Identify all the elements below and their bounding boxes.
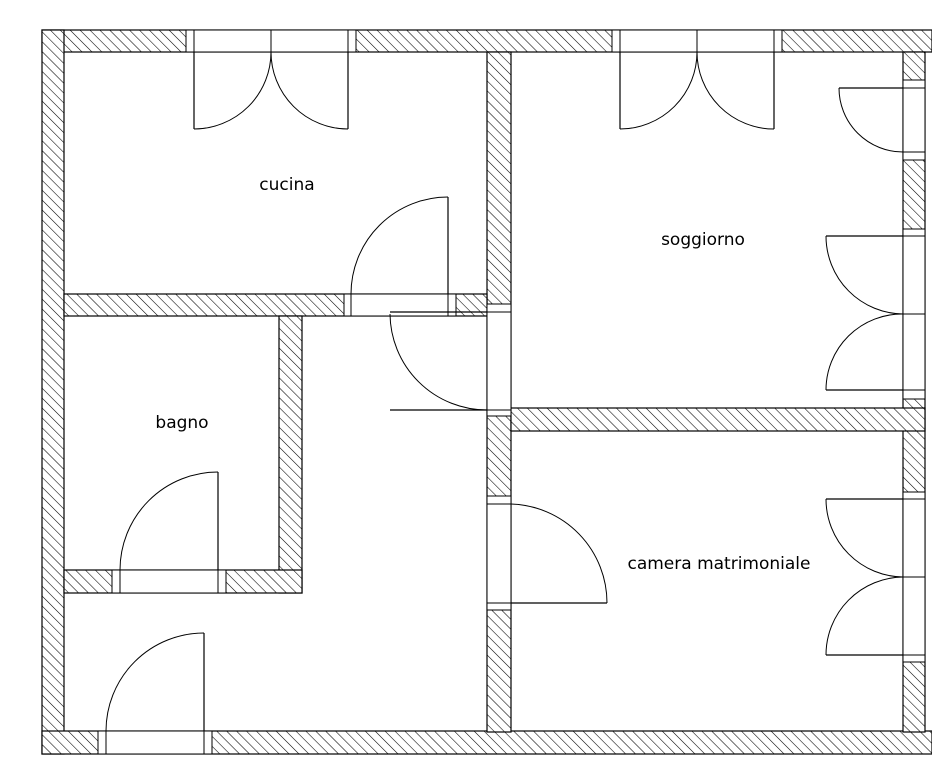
wall-soggiorno-camera	[510, 407, 926, 432]
window-camera-right-leaves	[825, 498, 904, 656]
window-cucina-leaves	[193, 51, 349, 130]
door-swings	[105, 51, 904, 732]
door-jamb-bagno	[111, 569, 227, 594]
door-jamb-cucina	[343, 293, 457, 317]
wall-bagno-right	[278, 315, 303, 594]
door-camera-leaf	[510, 503, 608, 604]
door-soggiorno-leaf	[389, 311, 488, 411]
wall-outer-left	[41, 29, 65, 755]
wall-outer-top	[41, 29, 932, 53]
window-soggiorno-right-1-leaf	[838, 87, 904, 153]
door-bagno-leaf	[119, 471, 219, 571]
room-label-soggiorno: soggiorno	[661, 230, 745, 250]
room-label-camera-matrimoniale: camera matrimoniale	[627, 554, 810, 574]
window-soggiorno-leaves	[619, 51, 775, 130]
door-entrance-leaf	[105, 632, 205, 732]
door-jamb-camera	[486, 495, 512, 611]
room-label-cucina: cucina	[259, 175, 314, 195]
openings	[97, 29, 926, 755]
door-jamb-entrance	[97, 730, 213, 755]
door-jamb-soggiorno	[486, 303, 512, 417]
room-label-bagno: bagno	[155, 413, 208, 433]
door-cucina-leaf	[350, 196, 449, 295]
window-soggiorno-right-1	[902, 79, 926, 161]
window-soggiorno-right-2-leaves	[825, 235, 904, 391]
